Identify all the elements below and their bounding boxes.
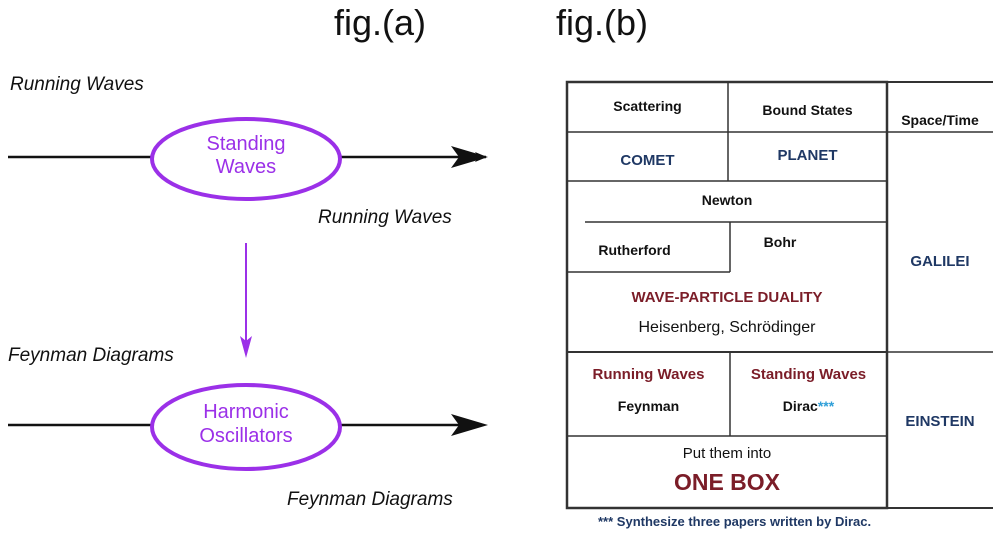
cell-rutherford: Rutherford: [598, 242, 671, 258]
standing-line2: Waves: [215, 156, 277, 178]
cell-galilei: GALILEI: [910, 253, 970, 270]
cell-heisenberg: Heisenberg, Schrödinger: [638, 319, 816, 336]
cell-standing-waves: Standing Waves: [750, 366, 867, 383]
cell-comet: COMET: [620, 152, 675, 169]
dirac-stars: ***: [817, 398, 835, 414]
running-waves-in-label: Running Waves: [10, 74, 144, 95]
standing-line1: Standing: [206, 133, 286, 155]
cell-bohr: Bohr: [763, 234, 797, 250]
standing-waves-oval: [150, 117, 342, 201]
cell-einstein: EINSTEIN: [905, 413, 975, 430]
feynman-diagrams-out-label: Feynman Diagrams: [287, 489, 453, 510]
cell-put-them: Put them into: [682, 445, 772, 462]
cell-wave-particle: WAVE-PARTICLE DUALITY: [631, 289, 823, 306]
down-arrowhead: [240, 336, 252, 358]
feynman-diagrams-in-label: Feynman Diagrams: [8, 345, 174, 366]
cell-bound-states: Bound States: [762, 102, 853, 118]
harmonic-line1: Harmonic: [203, 401, 289, 423]
cell-newton: Newton: [701, 192, 753, 208]
dirac-label: Dirac: [782, 398, 818, 414]
bottom-arrowhead: [451, 414, 488, 436]
left-box: [565, 80, 889, 510]
cell-running-waves: Running Waves: [592, 366, 705, 383]
harmonic-oscillators-text: Harmonic Oscillators: [152, 400, 340, 448]
running-waves-out-label: Running Waves: [318, 207, 452, 228]
cell-planet: PLANET: [777, 147, 838, 164]
harmonic-line2: Oscillators: [199, 425, 293, 447]
cell-scattering: Scattering: [613, 98, 682, 114]
standing-waves-text: Standing Waves: [152, 133, 340, 179]
top-arrowhead: [451, 146, 488, 168]
cell-space-time: Space/Time: [901, 112, 979, 128]
cell-dirac: Dirac***: [730, 398, 887, 414]
cell-one-box: ONE BOX: [673, 469, 781, 495]
fig-a-title: fig.(a): [334, 2, 427, 43]
cell-feynman: Feynman: [617, 398, 680, 414]
harmonic-oscillators-oval: [150, 383, 342, 471]
footnote: *** Synthesize three papers written by D…: [598, 514, 872, 529]
fig-b-title: fig.(b): [556, 2, 649, 43]
